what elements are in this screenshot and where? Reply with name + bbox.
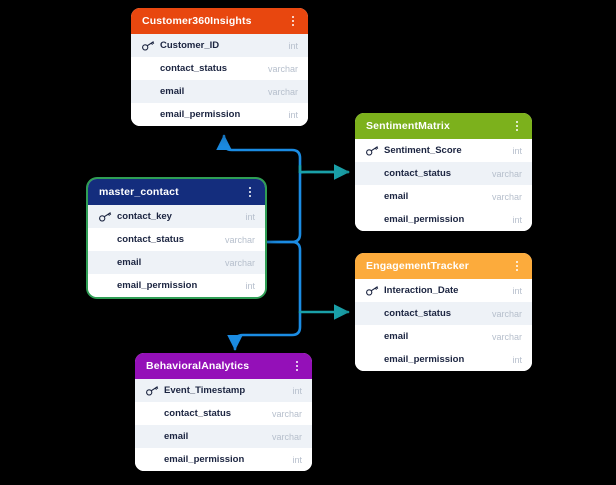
table-node-behavioralanalytics[interactable]: BehavioralAnalytics Event_Timestamp int … <box>135 353 312 471</box>
column-type: int <box>512 354 522 365</box>
kebab-menu-icon[interactable] <box>287 12 299 30</box>
table-row[interactable]: Interaction_Date int <box>355 279 532 302</box>
column-name: email <box>384 331 409 342</box>
key-icon <box>146 385 164 396</box>
node-title: EngagementTracker <box>366 260 469 272</box>
table-row[interactable]: Customer_ID int <box>131 34 308 57</box>
node-title: BehavioralAnalytics <box>146 360 250 372</box>
key-icon <box>366 145 384 156</box>
column-name: email <box>384 191 409 202</box>
column-type: int <box>292 454 302 465</box>
column-name: Sentiment_Score <box>384 145 462 156</box>
table-row[interactable]: email varchar <box>131 80 308 103</box>
edge-master-to-sentimentmatrix <box>298 164 350 180</box>
table-row[interactable]: email varchar <box>355 185 532 208</box>
table-row[interactable]: contact_status varchar <box>131 57 308 80</box>
node-header[interactable]: SentimentMatrix <box>355 113 532 139</box>
table-row[interactable]: email_permission int <box>355 208 532 231</box>
column-type: varchar <box>224 234 255 245</box>
column-name: contact_key <box>117 211 172 222</box>
column-type: varchar <box>224 257 255 268</box>
node-header[interactable]: Customer360Insights <box>131 8 308 34</box>
column-type: int <box>245 211 255 222</box>
column-name: contact_status <box>384 308 452 319</box>
column-name: contact_status <box>164 408 232 419</box>
column-name: email_permission <box>384 354 465 365</box>
column-name: email <box>164 431 189 442</box>
column-name: Customer_ID <box>160 40 220 51</box>
key-icon <box>366 285 384 296</box>
table-row[interactable]: email_permission int <box>131 103 308 126</box>
column-type: int <box>288 40 298 51</box>
column-type: varchar <box>491 331 522 342</box>
column-type: varchar <box>271 408 302 419</box>
column-name: Interaction_Date <box>384 285 459 296</box>
column-name: email_permission <box>160 109 241 120</box>
node-title: Customer360Insights <box>142 15 252 27</box>
column-type: varchar <box>491 308 522 319</box>
column-type: int <box>288 109 298 120</box>
kebab-menu-icon[interactable] <box>244 183 256 201</box>
column-name: email_permission <box>164 454 245 465</box>
kebab-menu-icon[interactable] <box>511 117 523 135</box>
node-title: master_contact <box>99 186 179 198</box>
column-type: int <box>292 385 302 396</box>
table-node-sentimentmatrix[interactable]: SentimentMatrix Sentiment_Score int cont… <box>355 113 532 231</box>
table-row[interactable]: email varchar <box>88 251 265 274</box>
kebab-menu-icon[interactable] <box>291 357 303 375</box>
table-row[interactable]: email varchar <box>135 425 312 448</box>
table-row[interactable]: email_permission int <box>88 274 265 297</box>
column-name: email_permission <box>384 214 465 225</box>
column-name: contact_status <box>384 168 452 179</box>
column-type: varchar <box>491 191 522 202</box>
column-type: varchar <box>491 168 522 179</box>
table-row[interactable]: email_permission int <box>355 348 532 371</box>
node-header[interactable]: master_contact <box>88 179 265 205</box>
key-icon <box>99 211 117 222</box>
column-name: email <box>160 86 185 97</box>
table-row[interactable]: contact_status varchar <box>135 402 312 425</box>
table-node-engagementtracker[interactable]: EngagementTracker Interaction_Date int c… <box>355 253 532 371</box>
table-node-customer360insights[interactable]: Customer360Insights Customer_ID int cont… <box>131 8 308 126</box>
column-name: contact_status <box>160 63 228 74</box>
table-row[interactable]: email_permission int <box>135 448 312 471</box>
table-node-master-contact[interactable]: master_contact contact_key int contact_s… <box>88 179 265 297</box>
table-row[interactable]: contact_status varchar <box>355 302 532 325</box>
table-row[interactable]: Sentiment_Score int <box>355 139 532 162</box>
column-type: varchar <box>271 431 302 442</box>
column-type: int <box>512 285 522 296</box>
node-title: SentimentMatrix <box>366 120 450 132</box>
key-icon <box>142 40 160 51</box>
column-type: int <box>512 145 522 156</box>
table-row[interactable]: email varchar <box>355 325 532 348</box>
node-header[interactable]: BehavioralAnalytics <box>135 353 312 379</box>
column-name: Event_Timestamp <box>164 385 246 396</box>
column-name: email_permission <box>117 280 198 291</box>
node-header[interactable]: EngagementTracker <box>355 253 532 279</box>
kebab-menu-icon[interactable] <box>511 257 523 275</box>
column-name: email <box>117 257 142 268</box>
table-row[interactable]: contact_key int <box>88 205 265 228</box>
column-type: int <box>245 280 255 291</box>
column-name: contact_status <box>117 234 185 245</box>
table-row[interactable]: Event_Timestamp int <box>135 379 312 402</box>
column-type: varchar <box>267 86 298 97</box>
table-row[interactable]: contact_status varchar <box>88 228 265 251</box>
table-row[interactable]: contact_status varchar <box>355 162 532 185</box>
column-type: int <box>512 214 522 225</box>
column-type: varchar <box>267 63 298 74</box>
